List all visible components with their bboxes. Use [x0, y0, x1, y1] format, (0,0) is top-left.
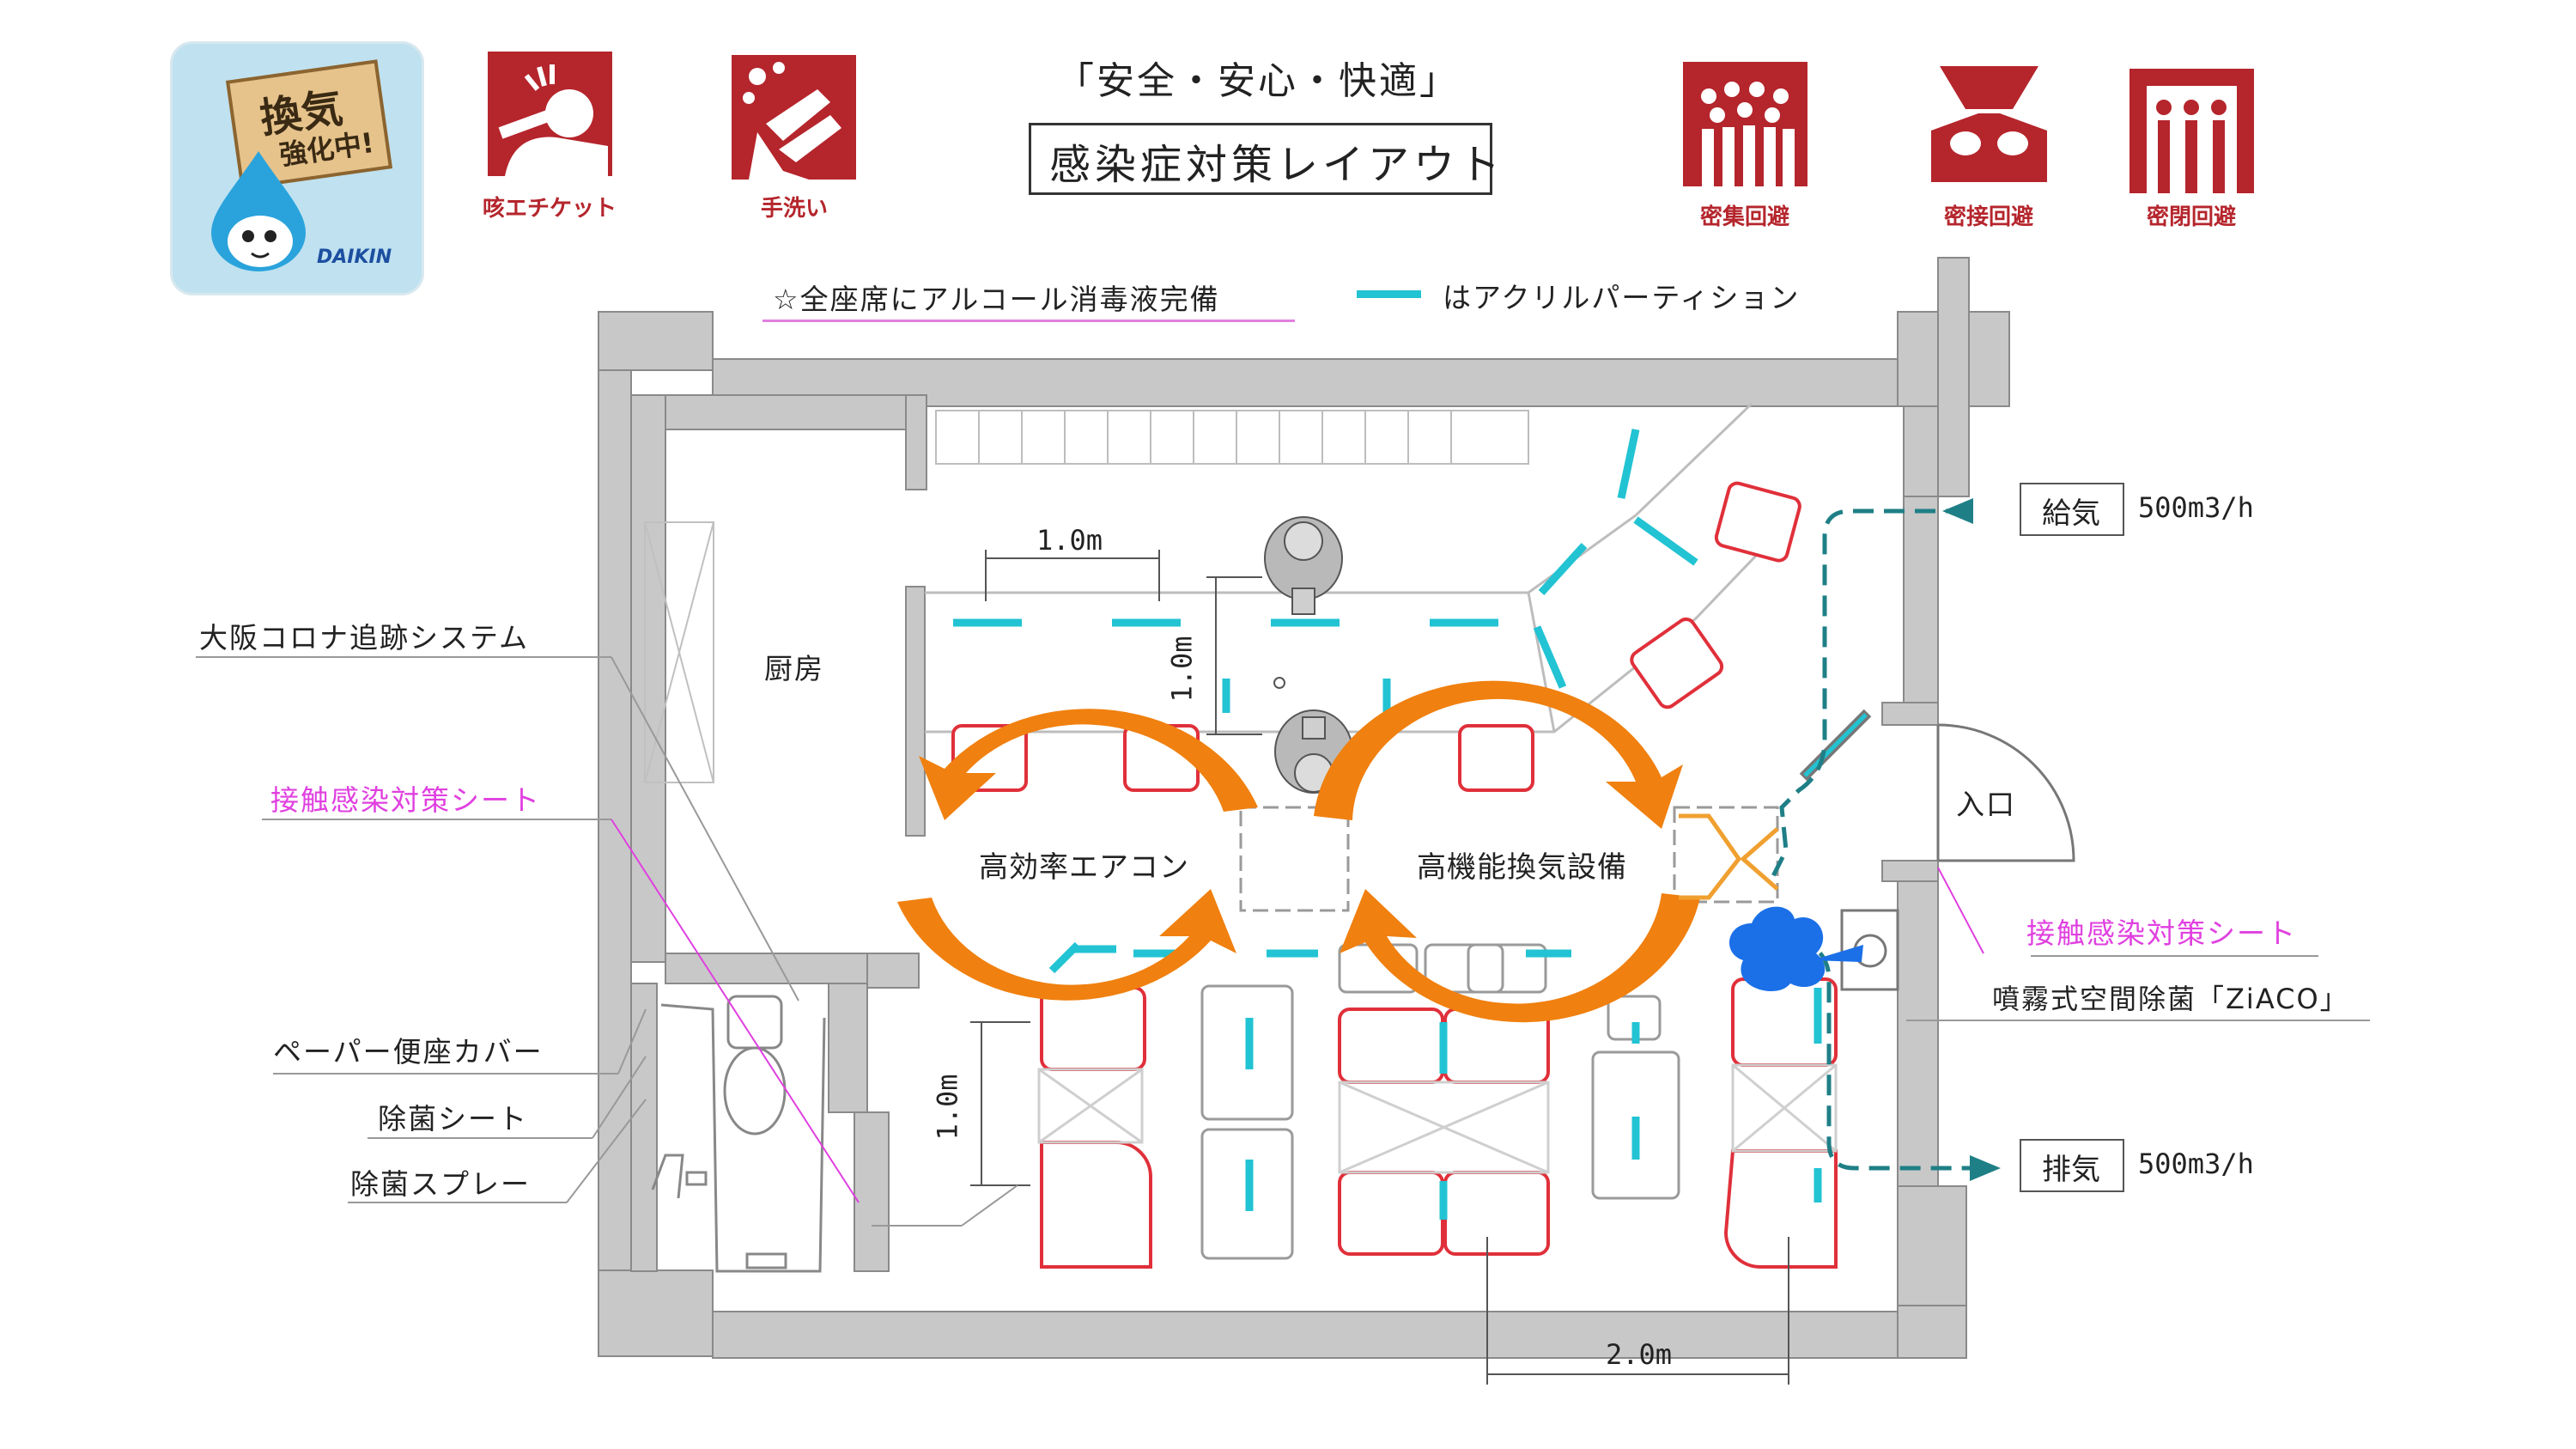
header-title-box	[1029, 123, 1492, 195]
handwash-icon	[732, 55, 856, 180]
bar-counter	[925, 402, 1796, 734]
contact-sheet-left-callout: 接触感染対策シート	[270, 783, 541, 817]
ventilation-damper	[1679, 813, 1779, 900]
header-slogan: 「安全・安心・快適」	[1056, 59, 1460, 103]
avoid-crowds-label: 密集回避	[1699, 204, 1789, 230]
avoid-close-contact-icon	[1927, 62, 2051, 186]
toilet-fixtures	[651, 995, 826, 1273]
airflow-arrows	[897, 680, 1700, 1023]
leader-lines	[196, 656, 2370, 1227]
avoid-crowds-icon	[1683, 62, 1807, 186]
exhaust-air-value: 500m3/h	[2138, 1148, 2254, 1180]
tracking-system-callout: 大阪コロナ追跡システム	[199, 621, 530, 654]
supply-air-value: 500m3/h	[2138, 491, 2254, 524]
contact-sheet-right-callout: 接触感染対策シート	[2026, 916, 2297, 950]
handwash-label: 手洗い	[760, 196, 828, 222]
ventilation-badge: 換気 強化中! DAIKIN	[170, 41, 424, 295]
partition-legend-text: はアクリルパーティション	[1443, 281, 1801, 314]
avoid-closed-space-icon	[2129, 69, 2254, 193]
exhaust-air-label: 排気	[2042, 1153, 2100, 1187]
mist-cloud-icon	[1728, 906, 1826, 992]
seats	[951, 481, 1838, 1269]
supply-air-label: 給気	[2042, 496, 2100, 531]
cough-etiquette-label: 咳エチケット	[482, 196, 617, 222]
ziaco-callout: 噴霧式空間除菌「ZiACO」	[1992, 983, 2349, 1015]
avoid-close-contact-label: 密接回避	[1943, 204, 2033, 230]
kitchen-label: 厨房	[764, 652, 824, 685]
dimension-bottom: 2.0m	[1606, 1338, 1673, 1371]
spray-callout: 除菌スプレー	[350, 1167, 531, 1201]
person-icons	[1264, 516, 1353, 794]
contact-sheet-leaders	[611, 819, 1984, 1203]
tables	[1037, 806, 1838, 1260]
wipes-callout: 除菌シート	[378, 1102, 528, 1135]
alcohol-note: ☆全座席にアルコール消毒液完備	[773, 283, 1220, 316]
ventilation-label: 高機能換気設備	[1417, 850, 1627, 885]
badge-brand: DAIKIN	[317, 247, 392, 268]
header-title: 感染症対策レイアウト	[1049, 141, 1505, 189]
toilet-cover-callout: ペーパー便座カバー	[273, 1035, 544, 1068]
partition-legend-swatch	[1357, 290, 1421, 298]
walls	[598, 257, 2010, 1359]
cough-etiquette-icon	[488, 52, 612, 176]
exhaust-air-box	[2020, 1139, 2124, 1192]
dimension-bar: 1.0m	[1165, 636, 1199, 703]
entrance-label: 入口	[1956, 788, 2016, 821]
duct-arrowheads	[1942, 498, 2001, 1181]
alcohol-note-underline	[762, 320, 1295, 322]
supply-air-box	[2020, 483, 2124, 536]
back-counter	[935, 410, 1529, 465]
dimension-lines	[970, 550, 1789, 1385]
avoid-closed-space-label: 密閉回避	[2146, 204, 2236, 230]
droplet-mascot-icon	[198, 147, 319, 276]
dimension-top: 1.0m	[1036, 524, 1103, 557]
acrylic-partitions	[953, 429, 1822, 1220]
ventilation-ducts	[1766, 508, 1975, 1171]
aircon-label: 高効率エアコン	[979, 850, 1189, 885]
dimension-left: 1.0m	[931, 1074, 964, 1141]
entrance-door	[1936, 723, 2075, 862]
